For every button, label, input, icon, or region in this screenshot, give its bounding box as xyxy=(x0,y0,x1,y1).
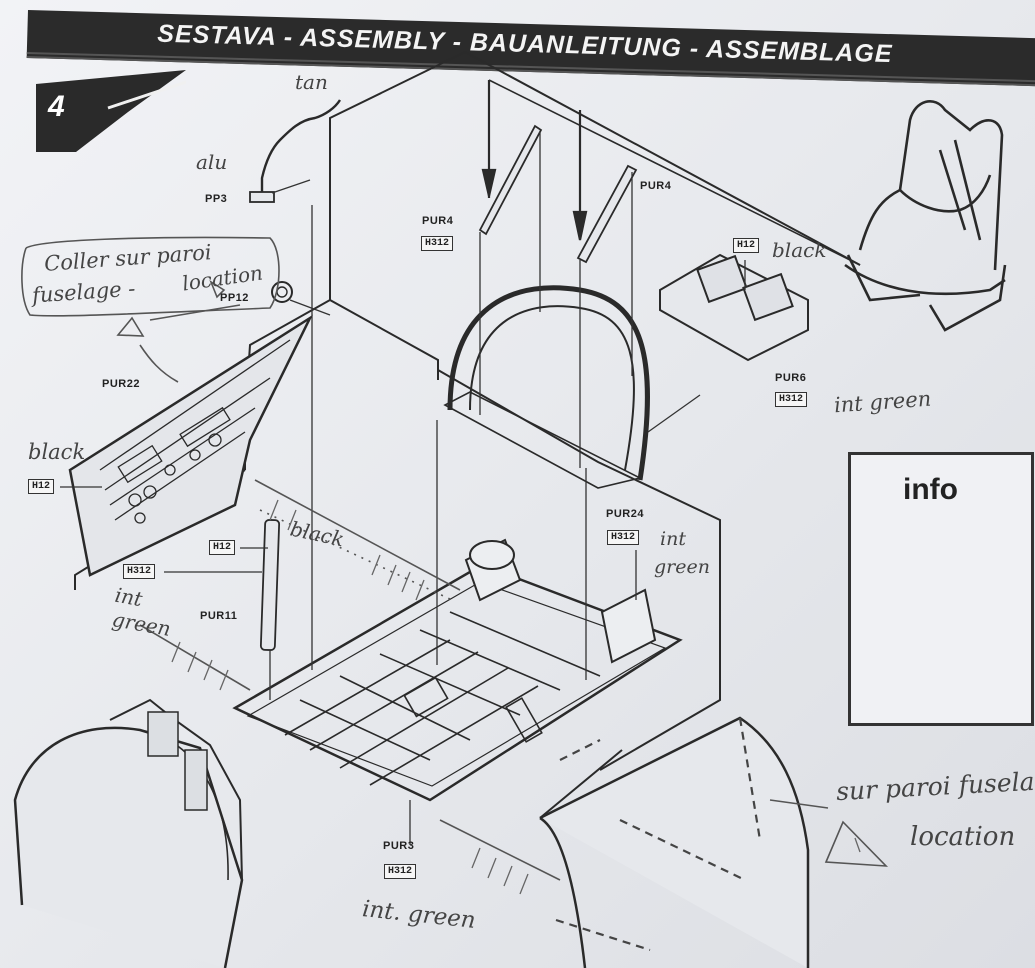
paint-code-pur24: H312 xyxy=(607,530,640,545)
note-black-seat: black xyxy=(772,238,827,262)
part-label-pur4-right: PUR4 xyxy=(640,180,672,192)
note-alu: alu xyxy=(196,150,228,174)
step-number: 4 xyxy=(48,90,65,123)
part-label-pur22: PUR22 xyxy=(102,378,140,390)
info-title: info xyxy=(903,473,958,506)
part-label-pp3: PP3 xyxy=(205,193,228,205)
note-black-left: black xyxy=(28,440,86,464)
info-box: info xyxy=(848,452,1034,726)
note-green-pur24: green xyxy=(654,556,710,578)
note-location-right: location xyxy=(910,822,1016,852)
part-label-pur4-left: PUR4 xyxy=(422,215,454,227)
paint-code-pur11-h12: H12 xyxy=(209,540,236,555)
part-label-pp12: PP12 xyxy=(220,292,249,304)
paint-code-pur6: H312 xyxy=(775,392,808,407)
paint-code-pur22: H12 xyxy=(28,479,55,494)
paint-code-pur3: H312 xyxy=(384,864,417,879)
step-badge xyxy=(36,70,186,152)
part-label-pur24: PUR24 xyxy=(606,508,644,520)
note-tan: tan xyxy=(295,70,328,94)
paint-code-pur11-h312: H312 xyxy=(123,564,156,579)
paint-code-seat: H12 xyxy=(733,238,760,253)
part-label-pur6: PUR6 xyxy=(775,372,807,384)
note-int-pur24: int xyxy=(660,528,686,550)
paint-code-pur4: H312 xyxy=(421,236,454,251)
part-label-pur11: PUR11 xyxy=(200,610,238,622)
part-label-pur3: PUR3 xyxy=(383,840,415,852)
